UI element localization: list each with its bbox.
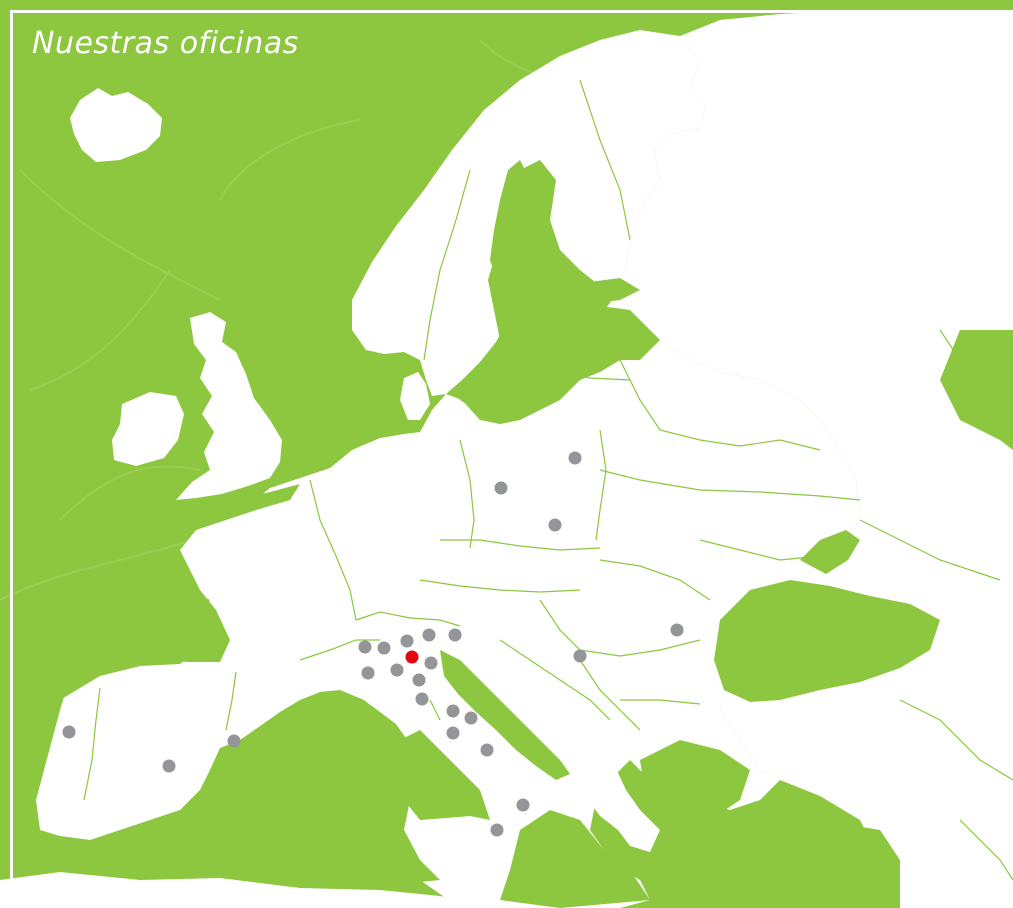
office-marker[interactable]	[490, 823, 504, 837]
office-marker[interactable]	[422, 628, 436, 642]
sea-ionian-aegean	[500, 810, 650, 908]
office-marker[interactable]	[446, 726, 460, 740]
land-north-africa	[0, 872, 500, 908]
sea-gulf-finland	[560, 278, 640, 304]
office-marker[interactable]	[390, 663, 404, 677]
sea-aegean	[640, 740, 750, 830]
land-denmark	[400, 372, 430, 420]
sea-baltic	[460, 160, 612, 410]
land-ireland	[112, 392, 184, 466]
headquarters-marker[interactable]	[405, 650, 419, 664]
office-marker[interactable]	[464, 711, 478, 725]
office-marker[interactable]	[494, 481, 508, 495]
sea-adriatic	[440, 650, 570, 780]
office-marker[interactable]	[568, 451, 582, 465]
sea-english-channel	[180, 484, 300, 530]
office-marker[interactable]	[573, 649, 587, 663]
land-russia-north	[600, 10, 1013, 908]
sea-bay-of-biscay	[60, 590, 210, 700]
top-bar	[0, 0, 1013, 8]
office-marker[interactable]	[227, 734, 241, 748]
office-marker[interactable]	[400, 634, 414, 648]
land-great-britain	[176, 312, 282, 500]
office-marker[interactable]	[377, 641, 391, 655]
office-marker[interactable]	[516, 798, 530, 812]
office-marker[interactable]	[412, 673, 426, 687]
office-marker[interactable]	[415, 692, 429, 706]
map-title: Nuestras oficinas	[32, 26, 299, 61]
office-marker[interactable]	[162, 759, 176, 773]
office-marker[interactable]	[480, 743, 494, 757]
office-marker[interactable]	[670, 623, 684, 637]
land-iceland	[70, 88, 162, 162]
office-marker[interactable]	[548, 518, 562, 532]
sea-mediterranean-west	[100, 694, 440, 884]
office-marker[interactable]	[446, 704, 460, 718]
office-marker[interactable]	[361, 666, 375, 680]
land-italy	[396, 680, 548, 836]
land-greece	[580, 740, 660, 852]
office-marker[interactable]	[358, 640, 372, 654]
country-borders	[83, 79, 1013, 881]
sea-eastern-med	[660, 818, 900, 908]
sea-azov	[800, 530, 860, 574]
office-markers	[62, 451, 684, 837]
office-marker[interactable]	[448, 628, 462, 642]
sea-tyrrhenian	[400, 730, 490, 820]
land-scandinavia	[352, 30, 706, 396]
office-marker[interactable]	[62, 725, 76, 739]
sea-black	[714, 580, 940, 702]
office-marker[interactable]	[424, 656, 438, 670]
